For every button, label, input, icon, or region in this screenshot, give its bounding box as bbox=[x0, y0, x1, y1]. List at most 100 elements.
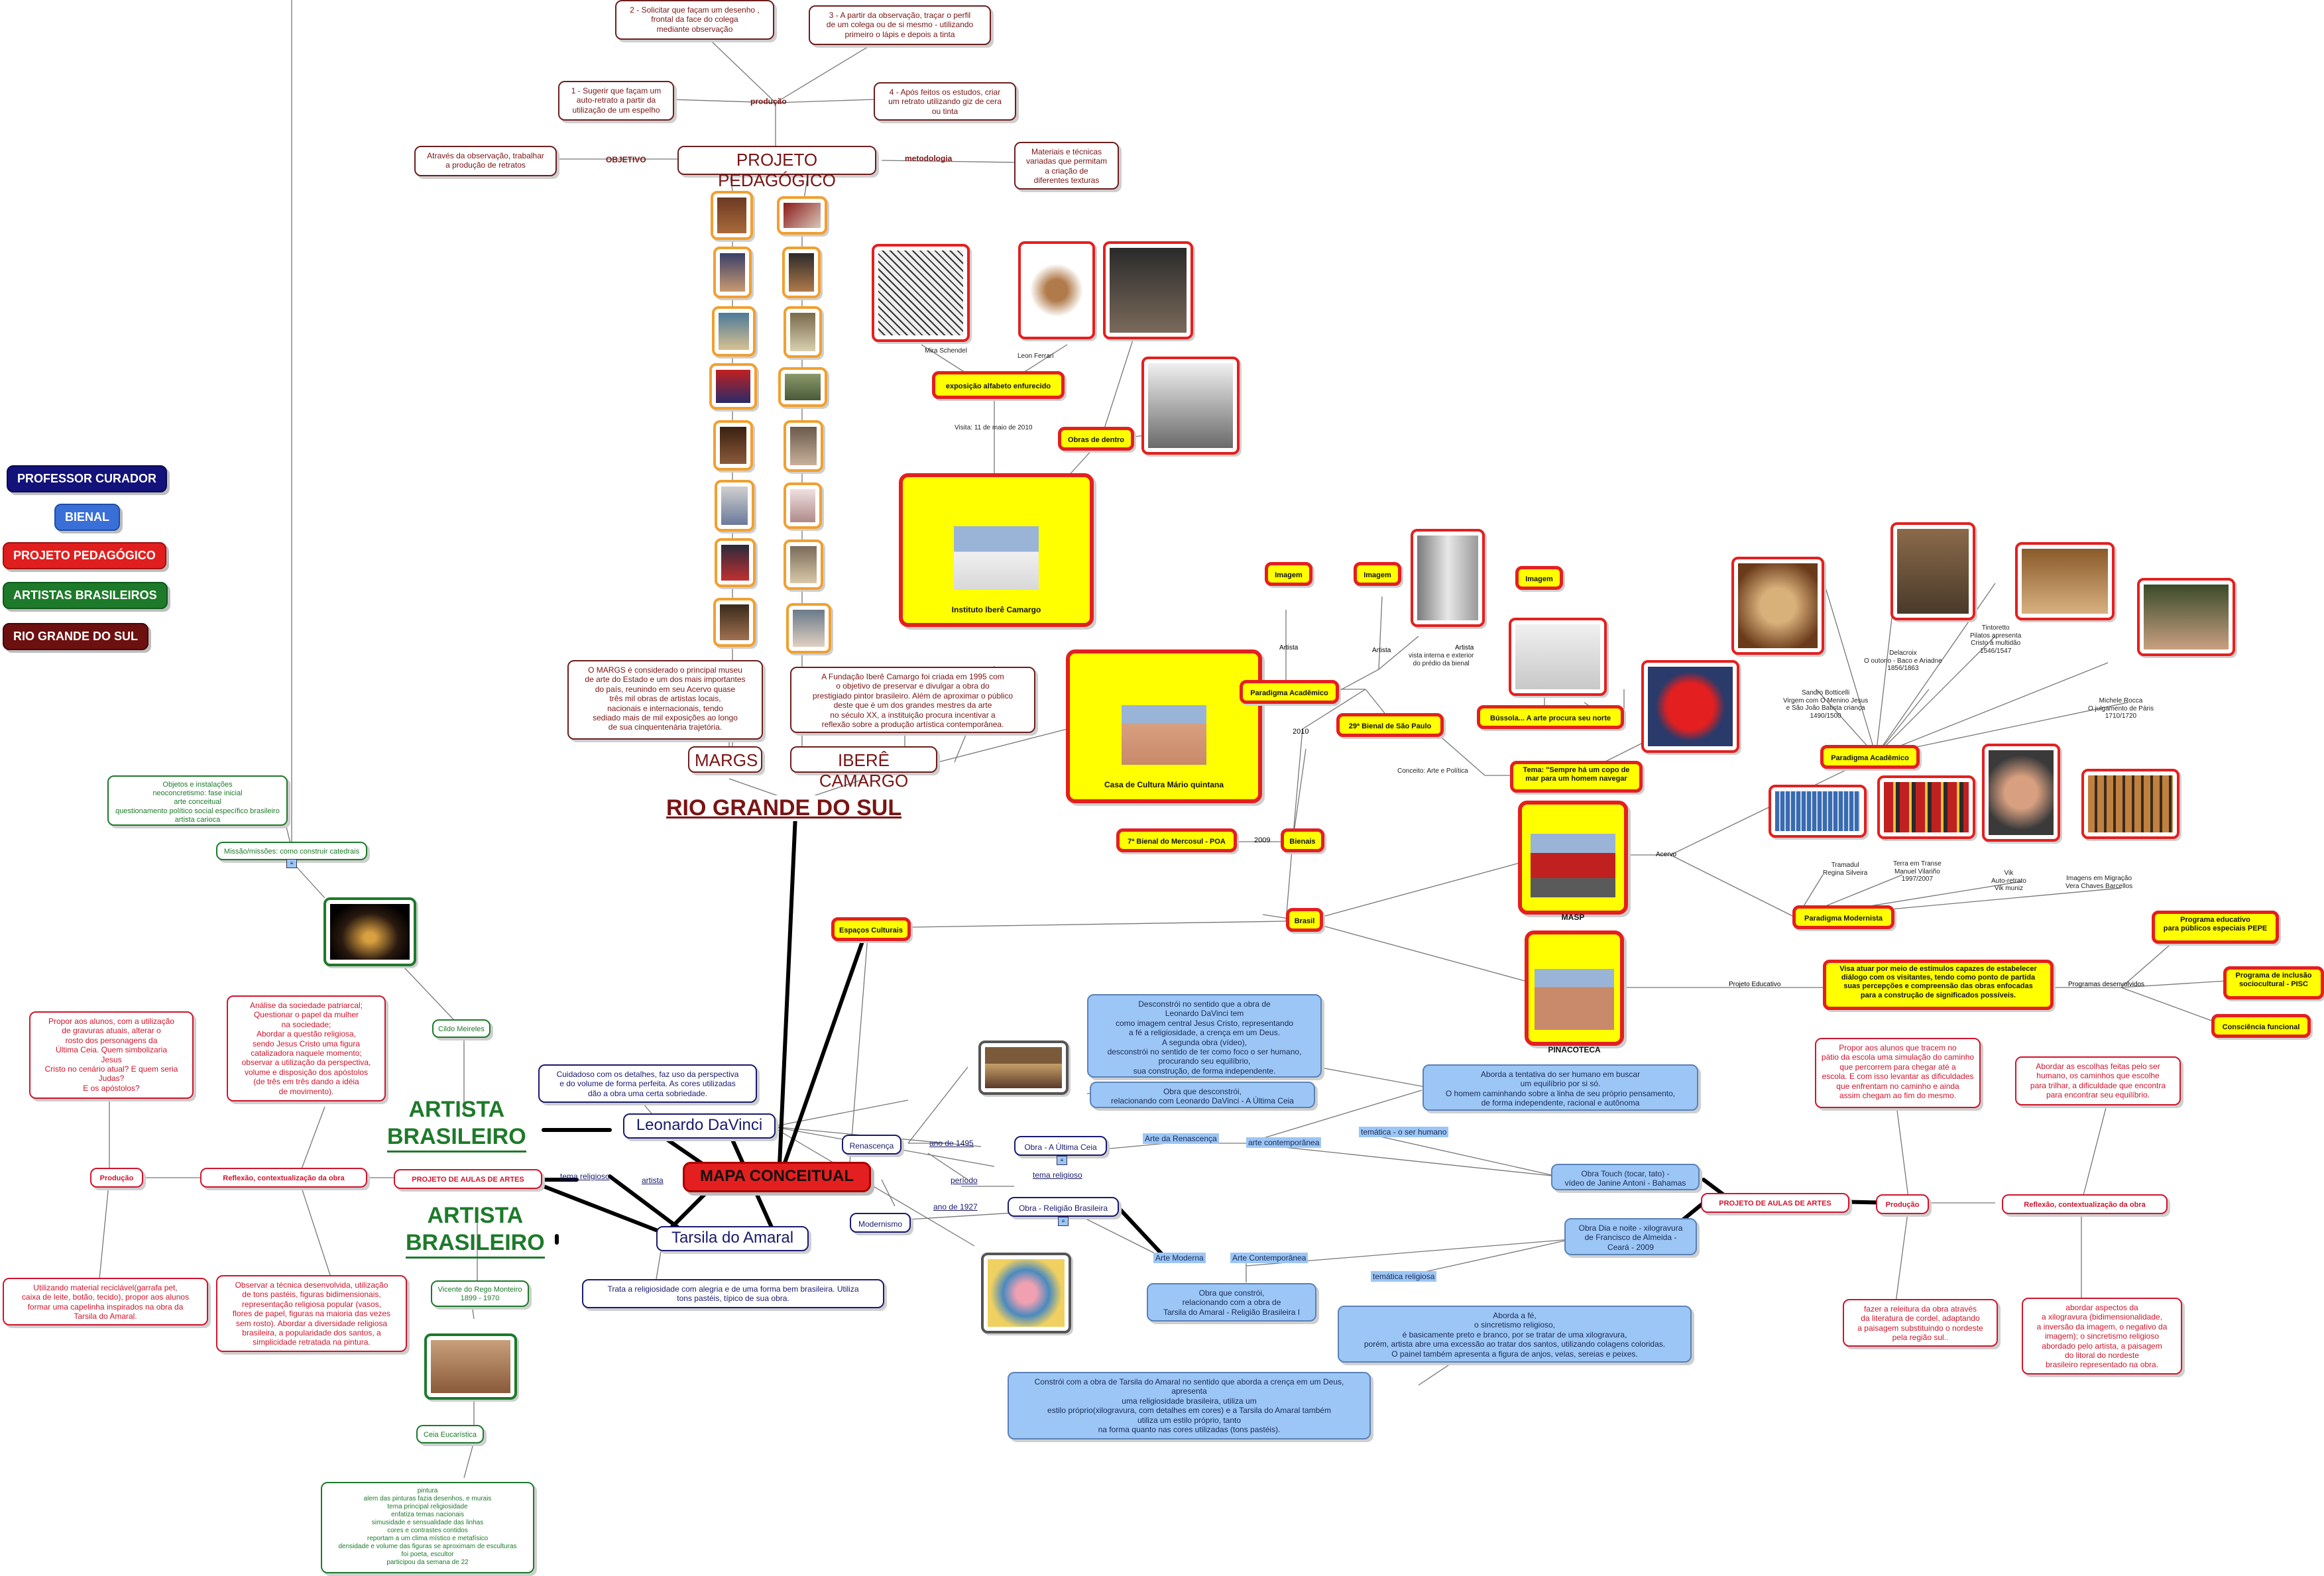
visa-node[interactable]: Visa atuar por meio de estímulos capazes… bbox=[1823, 960, 2054, 1010]
legend-rio-grande-do-sul[interactable]: RIO GRANDE DO SUL bbox=[3, 623, 149, 650]
reflexao-left[interactable]: Reflexão, contextualização da obra bbox=[200, 1168, 367, 1188]
legend-artistas-brasileiros[interactable]: ARTISTAS BRASILEIROS bbox=[3, 582, 168, 609]
obra-dentro-image-2 bbox=[1141, 357, 1240, 455]
red-disc-image bbox=[1641, 660, 1739, 753]
obras-de-dentro[interactable]: Obras de dentro bbox=[1058, 427, 1134, 451]
constroi-text: Constrói com a obra de Tarsila do Amaral… bbox=[1008, 1372, 1371, 1439]
tema-node[interactable]: Tema: "Sempre há um copo de mar para um … bbox=[1510, 761, 1643, 793]
terra-caption: Terra em Transe Manuel Vilariño 1997/200… bbox=[1893, 860, 1942, 883]
masp-node[interactable]: MASP bbox=[1518, 801, 1628, 922]
vicente-node[interactable]: Vicente do Rego Monteiro 1899 - 1970 bbox=[431, 1280, 529, 1307]
bienais-node[interactable]: Bienais bbox=[1281, 828, 1324, 852]
pintura-text: pintura alem das pinturas fazia desenhos… bbox=[321, 1482, 534, 1573]
bienal-interior-image bbox=[1509, 618, 1607, 696]
producao-left[interactable]: Produção bbox=[90, 1168, 143, 1188]
central-topic[interactable]: MAPA CONCEITUAL bbox=[683, 1162, 871, 1192]
margs-node[interactable]: MARGS bbox=[688, 746, 762, 773]
ano-1927-label: ano de 1927 bbox=[933, 1202, 978, 1211]
exposicao-alfabeto[interactable]: exposição alfabeto enfurecido bbox=[932, 371, 1065, 399]
imagem-2[interactable]: Imagem bbox=[1354, 562, 1401, 586]
note-icon[interactable]: ≡ bbox=[1057, 1156, 1067, 1165]
casa-mario-quintana-node[interactable]: Casa de Cultura Mário quintana bbox=[1066, 649, 1262, 803]
touch-node[interactable]: Obra Touch (tocar, tato) - vídeo de Jani… bbox=[1551, 1164, 1700, 1190]
missao-node[interactable]: Missão/missões: como construir catedrais bbox=[216, 842, 367, 860]
imagem-1[interactable]: Imagem bbox=[1265, 562, 1312, 586]
vik-image bbox=[1982, 744, 2060, 842]
legend-projeto-pedagogico[interactable]: PROJETO PEDAGÓGICO bbox=[3, 542, 166, 569]
dia-noite-node[interactable]: Obra Dia e noite - xilogravura de Franci… bbox=[1564, 1218, 1697, 1255]
imagens-image bbox=[2081, 769, 2179, 839]
obra-constroi-node[interactable]: Obra que constrói, relacionando com a ob… bbox=[1147, 1283, 1316, 1322]
periodo-label: período bbox=[951, 1176, 978, 1185]
rocca-caption: Michele Rocca O julgamento de Páris 1710… bbox=[2088, 697, 2154, 720]
leonardo-davinci-node[interactable]: Leonardo DaVinci bbox=[623, 1113, 776, 1139]
portrait-thumb bbox=[709, 363, 757, 410]
imagens-caption: Imagens em Migração Vera Chaves Barcello… bbox=[2065, 875, 2133, 890]
note-icon[interactable]: ≡ bbox=[1058, 1217, 1069, 1226]
programas-label: Programas desenvolvidos bbox=[2068, 981, 2145, 988]
botticelli-caption: Sandro Botticelli Virgem com O Menino Je… bbox=[1783, 689, 1869, 720]
bussola-node[interactable]: Bússola... A arte procura seu norte bbox=[1477, 705, 1624, 729]
step-3: 3 - A partir da observação, traçar o per… bbox=[809, 5, 991, 45]
projeto-aulas-right[interactable]: PROJETO DE AULAS DE ARTES bbox=[1701, 1193, 1849, 1213]
cildo-node[interactable]: Cildo Meireles bbox=[432, 1019, 491, 1038]
artista-brasileiro-2[interactable]: ARTISTA BRASILEIRO bbox=[406, 1202, 545, 1259]
leonardo-description: Cuidadoso com os detalhes, faz uso da pe… bbox=[538, 1064, 757, 1103]
projeto-pedagogico-topic[interactable]: PROJETO PEDAGÓGICO bbox=[677, 146, 876, 190]
tramadul-caption: Tramadul Regina Silveira bbox=[1823, 862, 1868, 877]
legend-bienal[interactable]: BIENAL bbox=[54, 504, 120, 531]
ceia-eucaristica-node[interactable]: Ceia Eucarística bbox=[416, 1425, 484, 1443]
ibere-node[interactable]: IBERÊ CAMARGO bbox=[790, 746, 937, 791]
producao-label: produção bbox=[750, 97, 787, 106]
bienal-mercosul[interactable]: 7ª Bienal do Mercosul - POA bbox=[1116, 828, 1237, 852]
paradigma-academico-1[interactable]: Paradigma Acadêmico bbox=[1240, 680, 1339, 704]
legend-professor-curador[interactable]: PROFESSOR CURADOR bbox=[7, 465, 168, 492]
producao-right-text: Propor aos alunos que tracem no pátio da… bbox=[1815, 1038, 1981, 1108]
ano-2009: 2009 bbox=[1254, 836, 1271, 844]
paradigma-modernista[interactable]: Paradigma Modernista bbox=[1792, 905, 1894, 929]
producao-left-text: Propor aos alunos, com a utilização de g… bbox=[29, 1011, 194, 1099]
objetivo-label: OBJETIVO bbox=[606, 155, 646, 164]
ultima-ceia-node[interactable]: Obra - A Última Ceia bbox=[1014, 1136, 1107, 1156]
consciencia-node[interactable]: Consciência funcional bbox=[2211, 1014, 2311, 1038]
reflexao-right[interactable]: Reflexão, contextualização da obra bbox=[2002, 1194, 2168, 1214]
obra-desconstroi-node[interactable]: Obra que desconstrói, relacionando com L… bbox=[1090, 1082, 1315, 1108]
pisc-node[interactable]: Programa de inclusão sociocultural - PIS… bbox=[2223, 966, 2324, 999]
producao-right[interactable]: Produção bbox=[1876, 1194, 1929, 1214]
pinacoteca-node[interactable]: PINACOTECA bbox=[1525, 930, 1624, 1054]
artista-label: artista bbox=[642, 1176, 664, 1185]
brasil-node[interactable]: Brasil bbox=[1286, 908, 1323, 932]
ano-2010: 2010 bbox=[1293, 728, 1309, 736]
instituto-ibere-node[interactable]: Instituto Iberê Camargo bbox=[899, 473, 1094, 627]
note-icon[interactable]: ≡ bbox=[286, 859, 297, 868]
religiao-brasileira-node[interactable]: Obra - Religião Brasileira bbox=[1008, 1197, 1119, 1217]
pepe-node[interactable]: Programa educativo para públicos especia… bbox=[2152, 911, 2279, 944]
portrait-thumb bbox=[784, 420, 823, 472]
rio-grande-do-sul-title[interactable]: RIO GRANDE DO SUL bbox=[666, 795, 902, 821]
tarsila-do-amaral-node[interactable]: Tarsila do Amaral bbox=[656, 1226, 809, 1251]
bienal-sao-paulo[interactable]: 29ª Bienal de São Paulo bbox=[1336, 713, 1444, 737]
producao-right-text-2: fazer a releitura da obra através da lit… bbox=[1843, 1299, 1998, 1347]
tintoretto-image bbox=[2015, 542, 2115, 620]
tematica-label: temática - o ser humano bbox=[1359, 1127, 1449, 1137]
objetivo-text: Através da observação, trabalhar a produ… bbox=[414, 146, 557, 176]
casa-label: Casa de Cultura Mário quintana bbox=[1104, 779, 1224, 789]
portrait-thumb bbox=[786, 603, 831, 653]
artista-brasileiro-1[interactable]: ARTISTA BRASILEIRO bbox=[387, 1096, 526, 1153]
portrait-thumb bbox=[711, 191, 753, 240]
tematica-religiosa-label: temática religiosa bbox=[1371, 1271, 1437, 1282]
espacos-culturais[interactable]: Espaços Culturais bbox=[831, 917, 911, 941]
portrait-thumb bbox=[713, 420, 753, 471]
modernismo-node[interactable]: Modernismo bbox=[850, 1213, 911, 1233]
tema-religioso-label-2: tema religioso bbox=[1033, 1170, 1082, 1180]
metodologia-label: metodologia bbox=[905, 154, 953, 163]
projeto-aulas-left[interactable]: PROJETO DE AULAS DE ARTES bbox=[394, 1169, 542, 1189]
imagem-3[interactable]: Imagem bbox=[1515, 566, 1563, 590]
portrait-thumb bbox=[784, 539, 823, 590]
artista-caption-1: Artista bbox=[1279, 644, 1299, 651]
renascenca-node[interactable]: Renascença bbox=[842, 1135, 901, 1154]
portrait-thumb bbox=[715, 480, 754, 532]
artista-caption-3: Artista bbox=[1455, 644, 1474, 651]
paradigma-academico-2[interactable]: Paradigma Acadêmico bbox=[1820, 745, 1920, 769]
